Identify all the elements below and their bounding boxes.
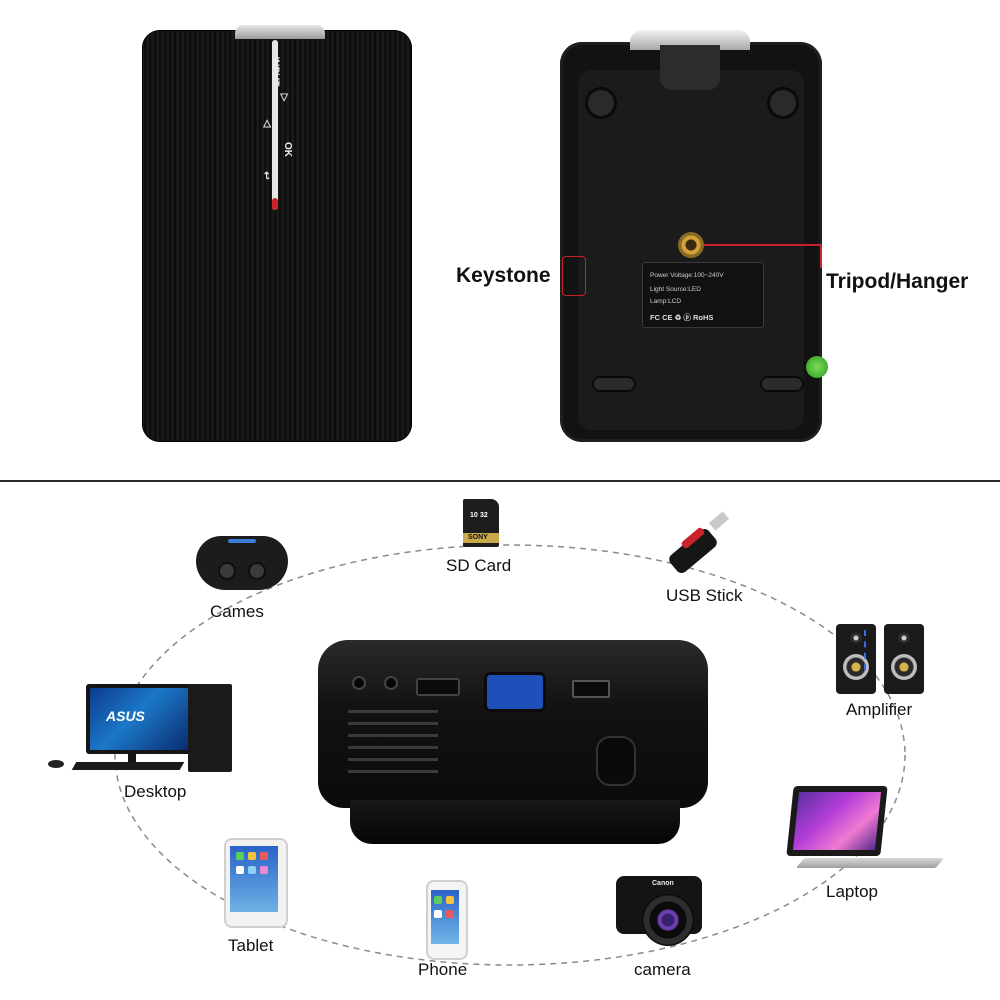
usb-stick-label: USB Stick — [666, 586, 743, 605]
projector-base — [350, 800, 680, 844]
desktop-tower-icon — [188, 684, 232, 772]
desktop-screen — [90, 688, 188, 750]
air-vent — [348, 746, 438, 749]
camera-lens — [642, 894, 694, 946]
projector-lens-barrel — [660, 45, 720, 90]
air-vent — [348, 758, 438, 761]
monitor-brand: ASUS — [106, 708, 145, 724]
air-vent — [348, 770, 438, 773]
speaker-tweeter — [850, 632, 862, 644]
air-vent — [348, 734, 438, 737]
audio-jack-port — [352, 676, 366, 690]
section-divider — [0, 480, 1000, 482]
games-label: Cames — [210, 602, 264, 621]
gamepad-icon — [196, 536, 288, 590]
tripod-mount-hole — [678, 232, 704, 258]
power-socket — [596, 736, 636, 786]
certification-marks: FC CE ♻ ⓟ RoHS — [650, 313, 714, 322]
app-icon — [434, 896, 442, 904]
amplifier-label: Amplifier — [846, 700, 913, 719]
spec-light-source: Light Source:LED — [650, 286, 701, 293]
app-icon — [260, 866, 268, 874]
speaker-connection — [864, 630, 888, 670]
power-indicator — [272, 198, 278, 210]
rubber-foot — [588, 90, 614, 116]
rubber-foot-slot — [592, 376, 636, 392]
app-icon — [248, 866, 256, 874]
green-sticker — [806, 356, 828, 378]
desktop-label: Desktop — [124, 782, 187, 801]
gamepad-light — [228, 539, 256, 543]
keystone-highlight — [562, 256, 586, 296]
av-jack-port — [384, 676, 398, 690]
projector-lens-cap — [235, 25, 325, 39]
sd-card-speed: 10 — [470, 512, 478, 519]
gamepad-stick — [250, 564, 264, 578]
sd-card-stripe — [463, 533, 499, 543]
rubber-foot-slot — [760, 376, 804, 392]
laptop-base — [795, 858, 945, 868]
app-icon — [434, 910, 442, 918]
phone-label: Phone — [418, 960, 468, 979]
sd-card-size: 32 — [480, 512, 488, 519]
rubber-foot — [770, 90, 796, 116]
keystone-label: Keystone — [456, 264, 551, 287]
sd-card-brand: SONY — [468, 534, 488, 541]
spec-label-plate — [642, 262, 764, 328]
tripod-callout-line — [820, 244, 822, 268]
sd-card-label: SD Card — [446, 556, 512, 575]
app-icon — [446, 910, 454, 918]
spec-power: Power Voltage:100~240V — [650, 272, 724, 279]
gamepad-stick — [220, 564, 234, 578]
mouse-icon — [48, 760, 64, 768]
laptop-display — [792, 792, 882, 850]
laptop-label: Laptop — [826, 882, 878, 901]
camera-brand: Canon — [652, 880, 674, 887]
speaker-cone — [891, 654, 917, 680]
app-icon — [260, 852, 268, 860]
app-icon — [248, 852, 256, 860]
app-icon — [236, 852, 244, 860]
control-key-strip — [272, 40, 278, 210]
tripod-label: Tripod/Hanger — [826, 270, 969, 293]
app-icon — [236, 866, 244, 874]
app-icon — [446, 896, 454, 904]
hdmi-port — [416, 678, 460, 696]
keyboard-icon — [71, 762, 185, 770]
air-vent — [348, 710, 438, 713]
vga-port — [484, 672, 546, 712]
tablet-label: Tablet — [228, 936, 274, 955]
camera-label: camera — [634, 960, 691, 979]
tripod-callout-line — [704, 244, 822, 246]
monitor-stand — [128, 750, 136, 762]
air-vent — [348, 722, 438, 725]
usb-port — [572, 680, 610, 698]
spec-lamp: Lamp:LCD — [650, 298, 682, 305]
speaker-tweeter — [898, 632, 910, 644]
